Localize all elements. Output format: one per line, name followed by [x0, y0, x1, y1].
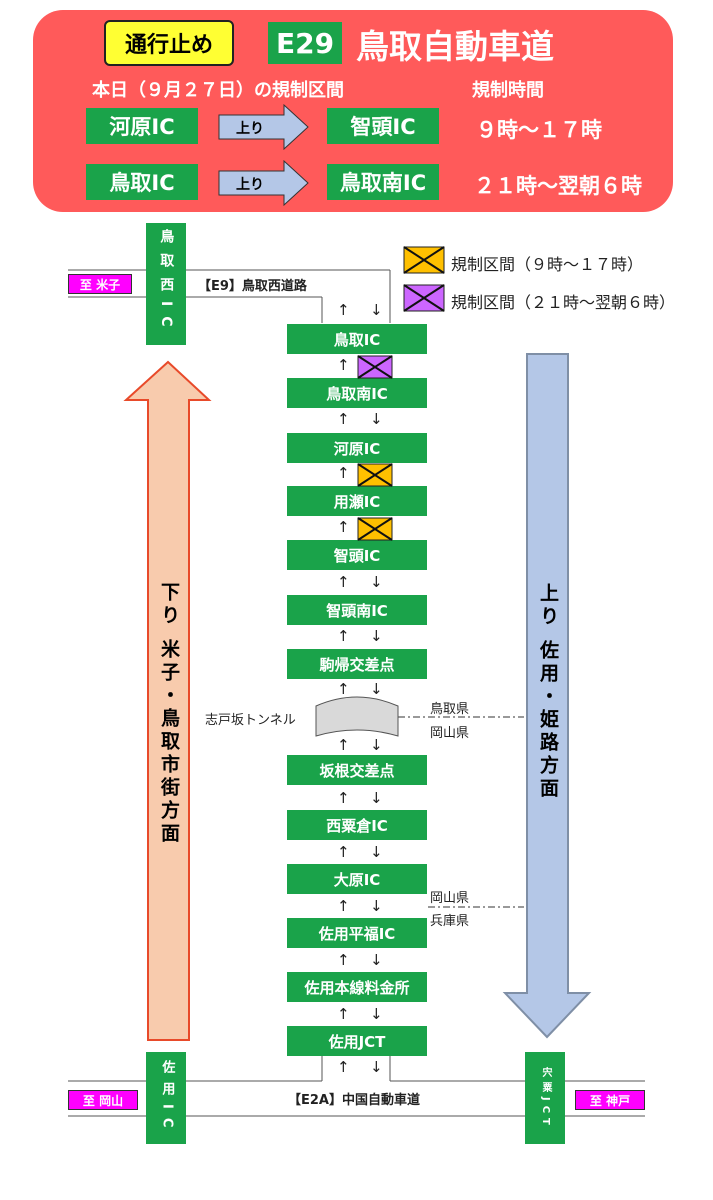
row1-time: ９時～１７時 [476, 118, 602, 142]
arrow-up: ↑ [337, 789, 350, 807]
ic-chizu-minami: 智頭南IC [287, 595, 427, 625]
ic-sakane: 坂根交差点 [287, 755, 427, 785]
arrow-up: ↑ [337, 843, 350, 861]
ic-kawahara: 河原IC [287, 433, 427, 463]
arrow-down: ↓ [370, 951, 383, 969]
arrow-up: ↑ [337, 736, 350, 754]
closure-status-badge: 通行止め [104, 20, 234, 66]
direction-tag-okayama: 至 岡山 [68, 1090, 138, 1110]
arrow-up: ↑ [337, 356, 350, 374]
sayo-ic: 佐用IC [146, 1052, 186, 1144]
direction-tag-kobe: 至 神戸 [575, 1090, 645, 1110]
row2-direction-label: 上り [236, 177, 264, 193]
arrow-up: ↑ [337, 1005, 350, 1023]
ic-nishiawakura: 西粟倉IC [287, 810, 427, 840]
arrow-down: ↓ [370, 789, 383, 807]
arrow-down: ↓ [370, 736, 383, 754]
row2-time: ２１時～翌朝６時 [474, 174, 642, 198]
arrow-up: ↑ [337, 1058, 350, 1076]
arrow-down: ↓ [370, 301, 383, 319]
arrow-up: ↑ [337, 627, 350, 645]
arrow-up: ↑ [337, 897, 350, 915]
pref-hyogo: 兵庫県 [430, 914, 470, 929]
ic-sayo-toll: 佐用本線料金所 [287, 972, 427, 1002]
arrow-down: ↓ [370, 410, 383, 428]
arrow-down: ↓ [370, 897, 383, 915]
legend-night-label: 規制区間（２１時～翌朝６時） [451, 293, 676, 312]
arrow-down: ↓ [370, 627, 383, 645]
ic-mochigase: 用瀬IC [287, 486, 427, 516]
closure-mark-night [357, 355, 393, 379]
arrow-down: ↓ [370, 573, 383, 591]
ic-tottori-minami: 鳥取南IC [287, 378, 427, 408]
ic-ohara: 大原IC [287, 864, 427, 894]
route-code-badge: E29 [268, 22, 342, 64]
pref-okayama: 岡山県 [430, 726, 470, 741]
up-direction-arrow [502, 353, 592, 1039]
direction-tag-yonago: 至 米子 [68, 274, 132, 294]
arrow-up: ↑ [337, 301, 350, 319]
row1-direction-label: 上り [236, 121, 264, 137]
arrow-up: ↑ [337, 410, 350, 428]
ic-kogaeri: 駒帰交差点 [287, 649, 427, 679]
arrow-up: ↑ [337, 464, 350, 482]
down-direction-arrow [123, 360, 212, 1041]
row2-to-ic: 鳥取南IC [327, 164, 439, 200]
tunnel-shape [315, 696, 399, 737]
arrow-up: ↑ [337, 680, 350, 698]
ic-sayo-jct: 佐用JCT [287, 1026, 427, 1056]
arrow-down: ↓ [370, 1005, 383, 1023]
arrow-down: ↓ [370, 1058, 383, 1076]
row1-to-ic: 智頭IC [327, 108, 439, 144]
legend-night-swatch [403, 284, 445, 312]
arrow-up: ↑ [337, 573, 350, 591]
ic-sayo-hirafuku: 佐用平福IC [287, 918, 427, 948]
e2a-road-label: 【E2A】中国自動車道 [288, 1093, 420, 1108]
row1-direction-arrow [218, 104, 309, 150]
down-direction-label: 下り 米子・鳥取市街方面 [158, 582, 180, 846]
row2-from-ic: 鳥取IC [86, 164, 198, 200]
arrow-up: ↑ [337, 951, 350, 969]
time-header: 規制時間 [472, 80, 544, 101]
arrow-down: ↓ [370, 843, 383, 861]
tunnel-label: 志戸坂トンネル [205, 713, 296, 728]
yamazaki-jct: 宍粟JCT [525, 1052, 565, 1144]
legend-day-label: 規制区間（９時～１７時） [451, 255, 644, 274]
route-name: 鳥取自動車道 [356, 27, 554, 66]
up-direction-label: 上り 佐用・姫路方面 [537, 583, 559, 801]
arrow-up: ↑ [337, 518, 350, 536]
section-header: 本日（９月２７日）の規制区間 [92, 80, 344, 101]
closure-mark-day [357, 463, 393, 487]
ic-tottori: 鳥取IC [287, 324, 427, 354]
legend-day-swatch [403, 246, 445, 274]
e9-road-label: 【E9】鳥取西道路 [198, 279, 307, 294]
ic-chizu: 智頭IC [287, 540, 427, 570]
closure-mark-day [357, 517, 393, 541]
row1-from-ic: 河原IC [86, 108, 198, 144]
row2-direction-arrow [218, 160, 309, 206]
arrow-down: ↓ [370, 680, 383, 698]
pref-tottori: 鳥取県 [430, 702, 470, 717]
pref-okayama: 岡山県 [430, 891, 470, 906]
tottori-nishi-ic: 鳥取西IC [146, 223, 186, 345]
